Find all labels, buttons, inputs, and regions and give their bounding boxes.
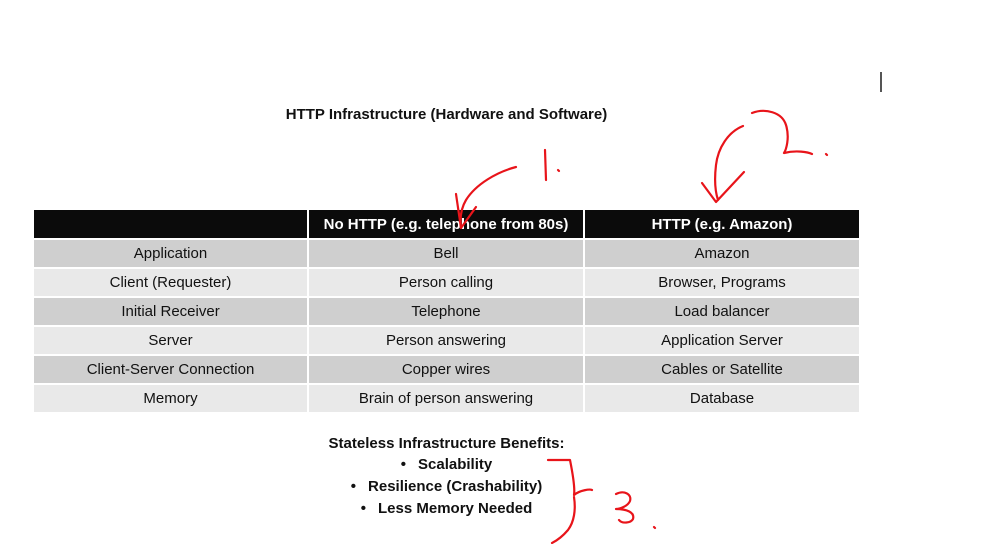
list-item: • Scalability xyxy=(0,454,893,476)
bullet-icon: • xyxy=(360,500,367,517)
table-row: Application Bell Amazon xyxy=(34,238,859,268)
http-cell: Cables or Satellite xyxy=(584,354,859,384)
row-label: Application xyxy=(34,238,309,268)
bullet-icon: • xyxy=(350,478,357,495)
table-row: Client (Requester) Person calling Browse… xyxy=(34,267,859,297)
no-http-cell: Person answering xyxy=(308,325,585,355)
text-cursor xyxy=(880,72,882,92)
comparison-table: No HTTP (e.g. telephone from 80s) HTTP (… xyxy=(34,210,859,412)
header-blank xyxy=(34,210,309,239)
row-label: Memory xyxy=(34,383,309,412)
http-cell: Browser, Programs xyxy=(584,267,859,297)
no-http-cell: Bell xyxy=(308,238,585,268)
ink-arrow-to-http xyxy=(714,124,745,202)
http-cell: Load balancer xyxy=(584,296,859,326)
benefits-heading: Stateless Infrastructure Benefits: xyxy=(328,435,565,452)
no-http-cell: Brain of person answering xyxy=(308,383,585,412)
ink-number-one xyxy=(543,148,561,182)
list-item-text: Scalability xyxy=(418,456,493,473)
benefits-list: •Scalability •Resilience (Crashability) … xyxy=(0,454,893,520)
row-label: Server xyxy=(34,325,309,355)
row-label: Client-Server Connection xyxy=(34,354,309,384)
table-header-row: No HTTP (e.g. telephone from 80s) HTTP (… xyxy=(34,210,859,239)
no-http-cell: Telephone xyxy=(308,296,585,326)
table-row: Memory Brain of person answering Databas… xyxy=(34,383,859,412)
http-cell: Database xyxy=(584,383,859,412)
list-item-text: Less Memory Needed xyxy=(378,500,533,517)
table-row: Initial Receiver Telephone Load balancer xyxy=(34,296,859,326)
table-row: Client-Server Connection Copper wires Ca… xyxy=(34,354,859,384)
bullet-icon: • xyxy=(400,456,407,473)
no-http-cell: Copper wires xyxy=(308,354,585,384)
ink-arrowhead-down xyxy=(700,170,746,204)
no-http-cell: Person calling xyxy=(308,267,585,297)
http-cell: Application Server xyxy=(584,325,859,355)
row-label: Client (Requester) xyxy=(34,267,309,297)
list-item: • Less Memory Needed xyxy=(0,498,893,520)
header-no-http: No HTTP (e.g. telephone from 80s) xyxy=(308,210,585,239)
benefits-section: Stateless Infrastructure Benefits: • Scal… xyxy=(0,434,893,520)
table-row: Server Person answering Application Serv… xyxy=(34,325,859,355)
header-http: HTTP (e.g. Amazon) xyxy=(584,210,859,239)
list-item: • Resilience (Crashability) xyxy=(0,476,893,498)
http-cell: Amazon xyxy=(584,238,859,268)
slide-title: HTTP Infrastructure (Hardware and Softwa… xyxy=(285,106,608,123)
row-label: Initial Receiver xyxy=(34,296,309,326)
list-item-text: Resilience (Crashability) xyxy=(368,478,543,495)
